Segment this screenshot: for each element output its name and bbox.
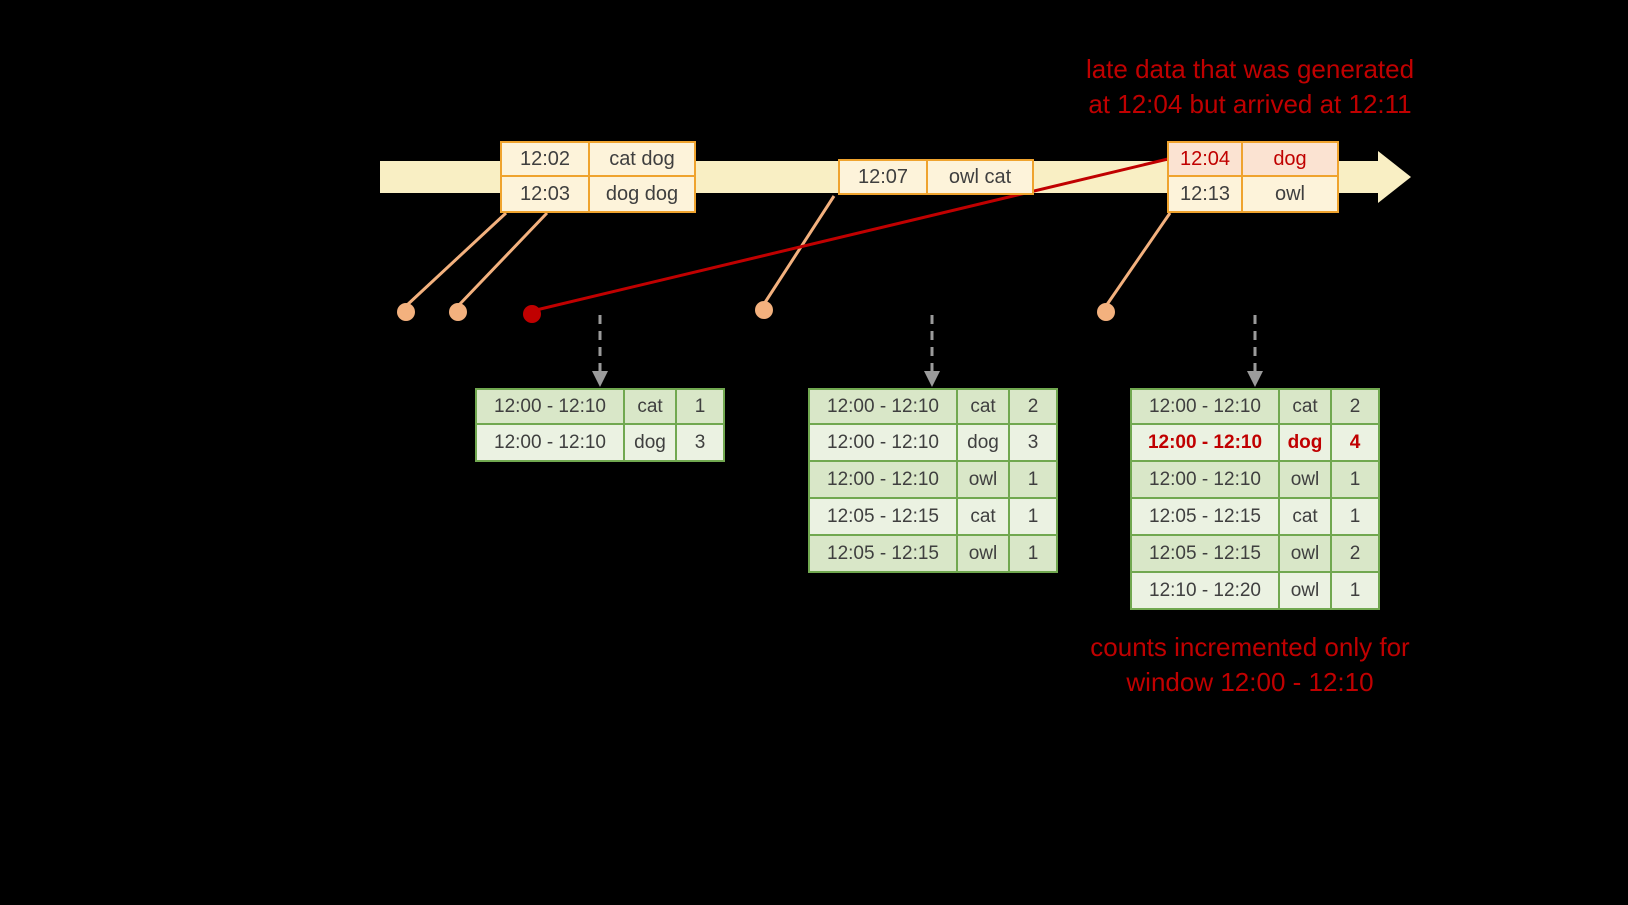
table-cell: 2 bbox=[1332, 388, 1380, 425]
timeline-arrowhead-icon bbox=[1378, 151, 1411, 203]
annotation-line: at 12:04 but arrived at 12:11 bbox=[1088, 89, 1412, 120]
event-dot bbox=[397, 303, 415, 321]
table-cell: 2 bbox=[1010, 388, 1058, 425]
late-event-dot bbox=[523, 305, 541, 323]
table-cell: 1 bbox=[1010, 499, 1058, 536]
table-cell: 12:00 - 12:10 bbox=[475, 388, 625, 425]
event-dot bbox=[755, 301, 773, 319]
connector-line bbox=[404, 211, 508, 308]
table-cell: 1 bbox=[677, 388, 725, 425]
table-cell: 1 bbox=[1332, 462, 1380, 499]
table-cell: 3 bbox=[677, 425, 725, 462]
table-cell: 12:00 - 12:10 bbox=[1130, 388, 1280, 425]
table-cell: dog bbox=[625, 425, 677, 462]
table-cell: dog bbox=[1243, 141, 1339, 177]
event-dot bbox=[449, 303, 467, 321]
table-cell: 12:02 bbox=[500, 141, 590, 177]
table-cell: owl bbox=[958, 462, 1010, 499]
table-cell: 12:04 bbox=[1167, 141, 1243, 177]
table-cell: dog bbox=[1280, 425, 1332, 462]
event-dot bbox=[1097, 303, 1115, 321]
table-cell: owl bbox=[1280, 462, 1332, 499]
table-cell: 3 bbox=[1010, 425, 1058, 462]
table-cell: 12:05 - 12:15 bbox=[1130, 536, 1280, 573]
table-cell: dog bbox=[958, 425, 1010, 462]
table-cell: cat dog bbox=[590, 141, 696, 177]
table-cell: cat bbox=[625, 388, 677, 425]
table-cell: 12:10 - 12:20 bbox=[1130, 573, 1280, 610]
table-cell: 12:00 - 12:10 bbox=[808, 462, 958, 499]
table-cell: owl bbox=[1280, 536, 1332, 573]
table-cell: owl bbox=[1280, 573, 1332, 610]
connector-line bbox=[456, 211, 549, 308]
table-cell: 12:05 - 12:15 bbox=[808, 536, 958, 573]
table-cell: 2 bbox=[1332, 536, 1380, 573]
table-cell: owl cat bbox=[928, 159, 1034, 195]
table-cell: cat bbox=[958, 499, 1010, 536]
table-cell: 1 bbox=[1010, 536, 1058, 573]
table-cell: 12:13 bbox=[1167, 177, 1243, 213]
table-cell: 12:00 - 12:10 bbox=[808, 388, 958, 425]
table-cell: owl bbox=[1243, 177, 1339, 213]
table-cell: dog dog bbox=[590, 177, 696, 213]
late-data-annotation: late data that was generated at 12:04 bu… bbox=[1040, 52, 1460, 122]
table-cell: 12:00 - 12:10 bbox=[1130, 425, 1280, 462]
table-cell: 12:00 - 12:10 bbox=[475, 425, 625, 462]
table-cell: 12:07 bbox=[838, 159, 928, 195]
table-cell: cat bbox=[1280, 388, 1332, 425]
table-cell: 4 bbox=[1332, 425, 1380, 462]
table-cell: 1 bbox=[1332, 499, 1380, 536]
table-cell: cat bbox=[1280, 499, 1332, 536]
late-data-connector-line bbox=[531, 157, 1169, 313]
trigger-arrowhead-icon bbox=[592, 371, 608, 387]
table-cell: cat bbox=[958, 388, 1010, 425]
table-cell: 1 bbox=[1332, 573, 1380, 610]
annotation-line: counts incremented only for bbox=[1090, 632, 1410, 662]
table-cell: 12:03 bbox=[500, 177, 590, 213]
connector-line bbox=[1104, 212, 1172, 307]
counts-incremented-annotation: counts incremented only for window 12:00… bbox=[1040, 630, 1460, 700]
connector-line bbox=[762, 195, 836, 305]
annotation-line: window 12:00 - 12:10 bbox=[1126, 667, 1374, 698]
trigger-arrowhead-icon bbox=[1247, 371, 1263, 387]
table-cell: 12:00 - 12:10 bbox=[808, 425, 958, 462]
table-cell: 12:05 - 12:15 bbox=[808, 499, 958, 536]
table-cell: 12:00 - 12:10 bbox=[1130, 462, 1280, 499]
trigger-arrowhead-icon bbox=[924, 371, 940, 387]
table-cell: owl bbox=[958, 536, 1010, 573]
table-cell: 12:05 - 12:15 bbox=[1130, 499, 1280, 536]
annotation-line: late data that was generated bbox=[1085, 54, 1415, 84]
table-cell: 1 bbox=[1010, 462, 1058, 499]
